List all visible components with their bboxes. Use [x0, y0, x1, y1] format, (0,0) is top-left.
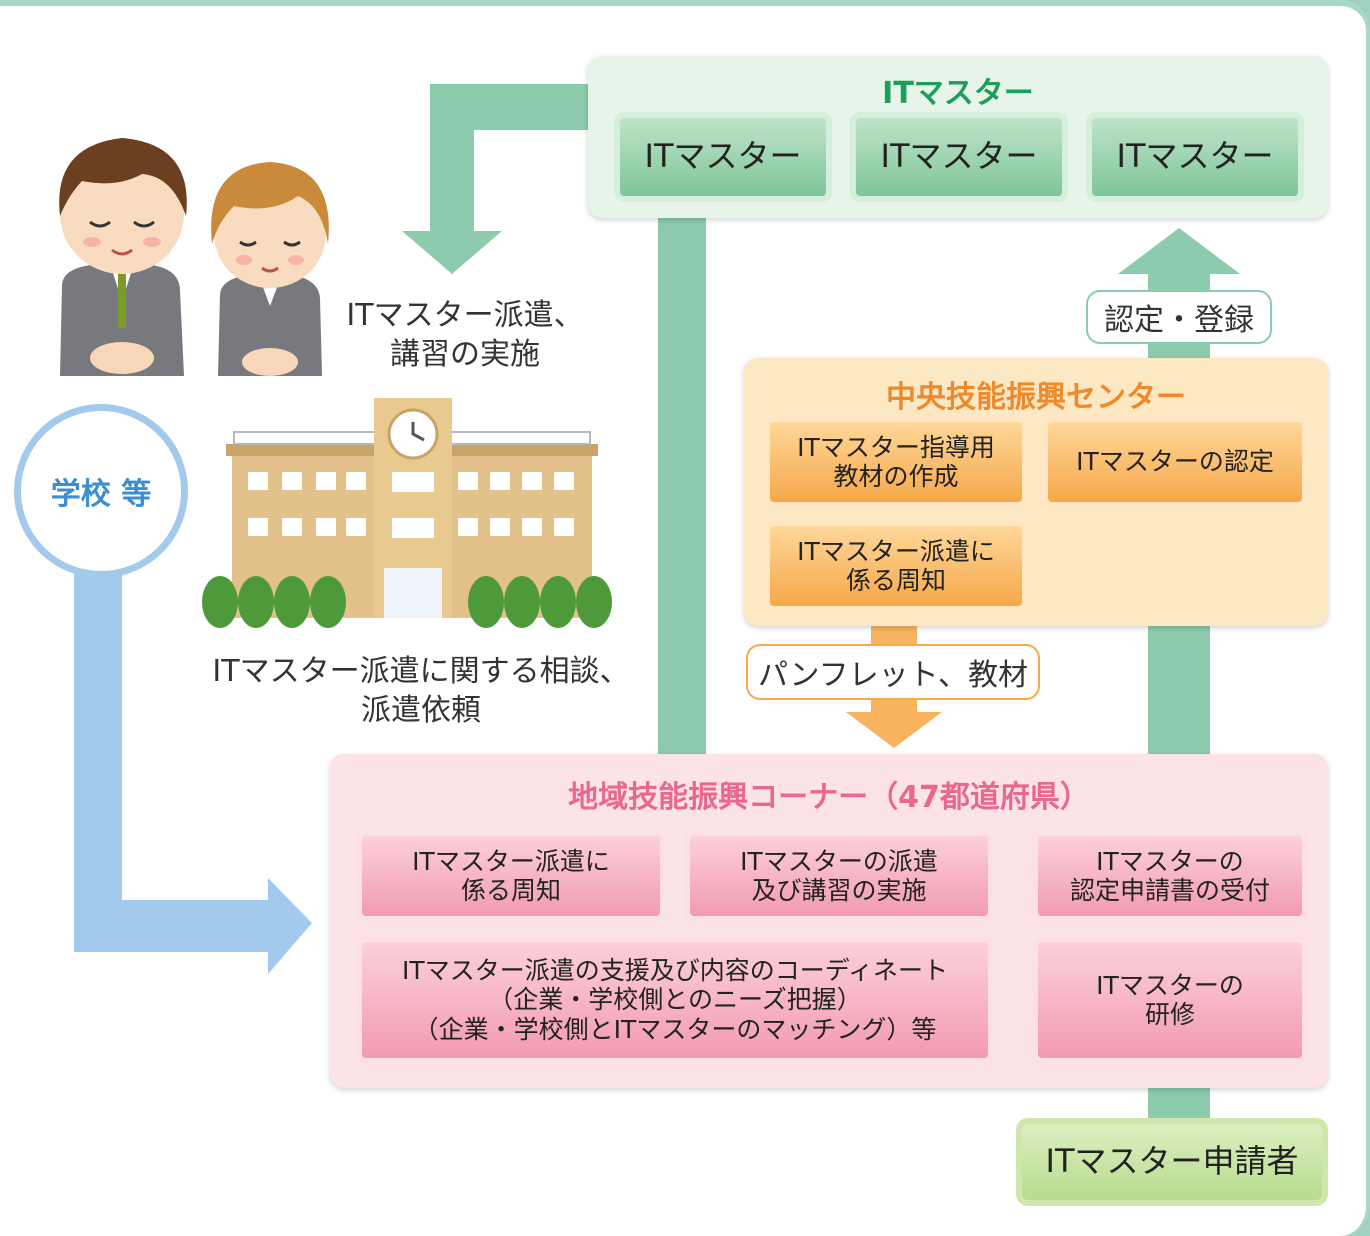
it-master-box-1: ITマスター: [614, 112, 832, 202]
caption-consult: ITマスター派遣に関する相談、 派遣依頼: [212, 654, 630, 728]
tag-pamphlet: パンフレット、教材: [746, 644, 1040, 700]
regional-box-dispatch: ITマスターの派遣 及び講習の実施: [684, 830, 994, 922]
blue-arrow-to-regional: [74, 566, 312, 974]
green-connector-left: [658, 216, 706, 761]
central-center-title: 中央技能振興センター: [886, 380, 1186, 415]
regional-box-application: ITマスターの 認定申請書の受付: [1032, 830, 1308, 922]
regional-box-coordinate: ITマスター派遣の支援及び内容のコーディネート （企業・学校側とのニーズ把握） …: [356, 936, 994, 1064]
school-building-illustration: [202, 398, 612, 628]
regional-box-notice: ITマスター派遣に 係る周知: [356, 830, 666, 922]
central-box-notice: ITマスター派遣に 係る周知: [764, 520, 1028, 612]
school-circle: 学校 等: [14, 404, 188, 578]
caption-dispatch: ITマスター派遣、 講習の実施: [346, 298, 584, 372]
it-master-box-2: ITマスター: [850, 112, 1068, 202]
school-label: 学校 等: [50, 477, 152, 512]
green-arrow-to-school: [402, 84, 590, 274]
regional-corner-title: 地域技能振興コーナー（47都道府県）: [568, 780, 1090, 815]
it-master-panel-title: ITマスター: [882, 76, 1034, 111]
regional-box-training: ITマスターの 研修: [1032, 936, 1308, 1064]
applicant-box: ITマスター申請者: [1016, 1118, 1328, 1206]
orange-arrowhead-down: [846, 712, 942, 748]
green-arrowhead-up: [1118, 228, 1240, 274]
central-box-materials: ITマスター指導用 教材の作成: [764, 416, 1028, 508]
tag-certify-register: 認定・登録: [1086, 290, 1272, 344]
central-box-certification: ITマスターの認定: [1042, 416, 1308, 508]
it-master-box-3: ITマスター: [1086, 112, 1304, 202]
bowing-people-illustration: [59, 138, 329, 376]
